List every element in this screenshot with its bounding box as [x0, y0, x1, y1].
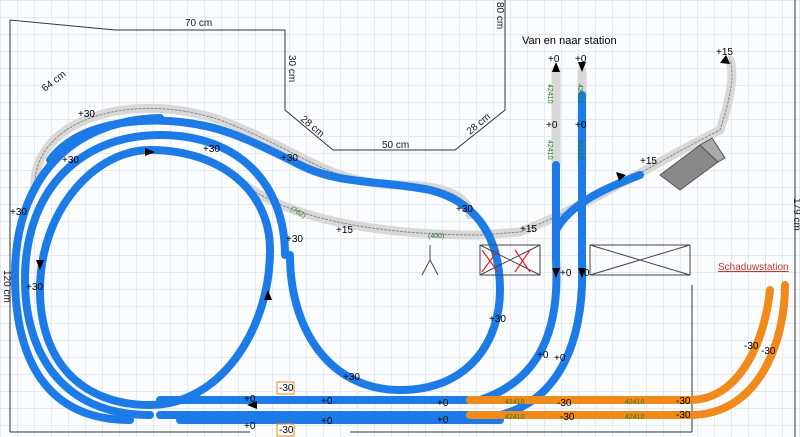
elev-label: +15: [336, 225, 353, 236]
room-outline: [9, 0, 796, 437]
piece-tag: 42410: [546, 84, 553, 104]
track-station-right: [156, 91, 587, 419]
arrow-icon: [616, 172, 626, 181]
elev-label: +15: [640, 156, 657, 167]
arrow-icon: [264, 290, 272, 300]
elev-label: -30: [676, 410, 691, 421]
elev-label: -30: [744, 341, 759, 352]
elev-label: +30: [286, 234, 303, 245]
arrow-icon: [552, 62, 560, 72]
elev-label: +30: [62, 155, 79, 166]
elev-label: +0: [244, 394, 256, 405]
elev-label: +15: [716, 47, 733, 58]
minus-elevation-labels: -30 -30 -30 -30 -30 -30 -30 -30: [276, 341, 776, 437]
elev-label: -30: [279, 383, 294, 394]
elev-label: +30: [78, 109, 95, 120]
piece-tag: 42410: [505, 414, 525, 421]
arrow-icon: [247, 401, 257, 409]
elev-label: +30: [343, 372, 360, 383]
elev-label: +0: [537, 350, 549, 361]
elev-label: -30: [676, 396, 691, 407]
elev-label: +30: [10, 207, 27, 218]
piece-tag: (400): [428, 233, 444, 240]
switch-area: [421, 244, 691, 276]
elev-label: +0: [321, 416, 333, 427]
elev-label: +0: [321, 396, 333, 407]
arrow-icon: [145, 148, 155, 156]
elev-label: +30: [203, 144, 220, 155]
track-loop-middle: [20, 130, 289, 419]
shadow-station-link[interactable]: Schaduwstation: [718, 262, 789, 273]
arrow-icon: [578, 268, 586, 278]
piece-tag: (762): [289, 206, 307, 220]
arrow-icon: [552, 268, 560, 278]
piece-tag: 42410: [576, 140, 583, 160]
elev-label: +0: [560, 268, 572, 279]
dim-30: 30 cm: [286, 55, 297, 82]
dim-80: 80 cm: [494, 2, 505, 29]
elevation-labels: +0 +0 +15 +0 +0 +15 +15 +15 +0 +0 +30 +3…: [10, 47, 733, 432]
elev-label: +30: [489, 314, 506, 325]
elev-label: +0: [575, 54, 587, 65]
elev-label: +30: [281, 153, 298, 164]
elev-label: -30: [279, 425, 294, 436]
dim-70: 70 cm: [185, 18, 212, 29]
elev-label: +0: [546, 120, 558, 131]
dim-28a: 28 cm: [298, 114, 326, 140]
station-title: Van en naar station: [522, 35, 617, 47]
track-spur: [552, 171, 644, 234]
direction-arrows: [36, 55, 730, 409]
arrow-icon: [578, 62, 586, 72]
station-building: [659, 137, 726, 191]
arrow-icon: [720, 55, 730, 64]
elev-label: -30: [761, 346, 776, 357]
blue-tracks: [10, 91, 644, 424]
elev-label: +15: [520, 224, 537, 235]
piece-tag: 42410: [576, 84, 583, 104]
elev-label: +0: [437, 415, 449, 426]
elev-label: -30: [557, 398, 572, 409]
piece-tag: 42410: [625, 414, 645, 421]
dim-120: 120 cm: [1, 270, 12, 303]
arrow-icon: [36, 260, 44, 270]
elev-label: +0: [575, 120, 587, 131]
elev-label: -30: [560, 412, 575, 423]
dim-64: 64 cm: [40, 69, 68, 94]
elev-label: +0: [244, 421, 256, 432]
track-loop-inner: [35, 145, 275, 409]
elev-label: +30: [26, 282, 43, 293]
elev-label: +0: [437, 398, 449, 409]
elev-label: +30: [456, 204, 473, 215]
dim-28b: 28 cm: [465, 111, 493, 137]
track-main-curve: [46, 116, 505, 395]
elev-label: +0: [578, 268, 590, 279]
red-cross-marks: [481, 249, 531, 273]
piece-tag: 42410: [625, 399, 645, 406]
elev-label: +0: [554, 353, 566, 364]
piece-tag: 42410: [505, 399, 525, 406]
piece-tag: 42410: [546, 140, 553, 160]
dim-179: 179 cm: [791, 198, 800, 231]
orange-tracks: [466, 281, 789, 419]
elev-label: +0: [548, 54, 560, 65]
dim-50: 50 cm: [382, 140, 409, 151]
